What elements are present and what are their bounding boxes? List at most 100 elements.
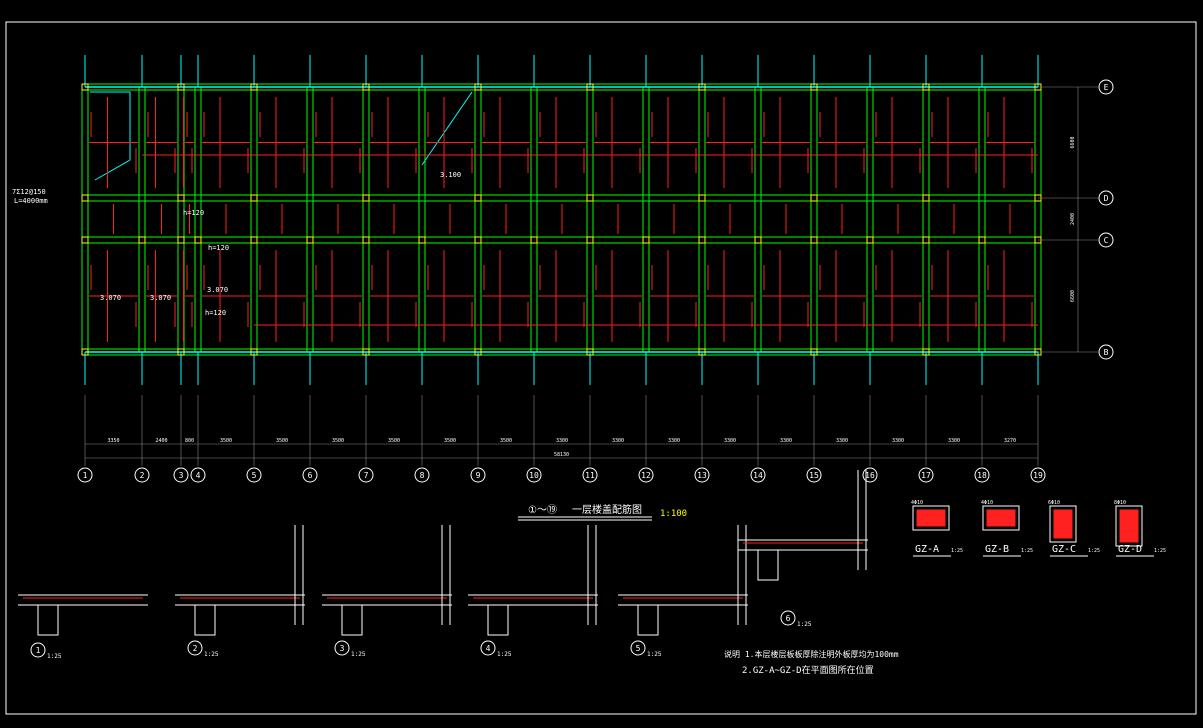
column-rebar bbox=[916, 509, 946, 527]
axis-label-6: 6 bbox=[308, 471, 313, 480]
column-marker bbox=[922, 348, 930, 356]
axis-label-4: 4 bbox=[196, 471, 201, 480]
column-section bbox=[1049, 505, 1077, 543]
plan-title: 一层楼盖配筋图 bbox=[572, 503, 642, 516]
axis-bubble bbox=[806, 467, 822, 483]
detail-number: 5 bbox=[636, 644, 641, 653]
column-marker bbox=[586, 194, 594, 202]
axis-label-16: 16 bbox=[865, 471, 875, 480]
bay-dim: 3500 bbox=[332, 438, 344, 444]
column-marker bbox=[810, 348, 818, 356]
column-marker bbox=[362, 236, 370, 244]
column-marker bbox=[250, 236, 258, 244]
column-marker bbox=[474, 83, 482, 91]
detail-bubble bbox=[187, 640, 203, 656]
axis-bubble bbox=[302, 467, 318, 483]
column-marker bbox=[81, 236, 89, 244]
bay-dim: 3300 bbox=[948, 438, 960, 444]
row-axis-label-D: D bbox=[1104, 194, 1109, 203]
column-marker bbox=[306, 236, 314, 244]
axis-bubble bbox=[77, 467, 93, 483]
axis-label-1: 1 bbox=[83, 471, 88, 480]
column-marker bbox=[81, 348, 89, 356]
column-section bbox=[912, 505, 950, 531]
bay-dim: 3300 bbox=[892, 438, 904, 444]
bay-dim: 3300 bbox=[836, 438, 848, 444]
column-scale: 1:25 bbox=[1021, 548, 1033, 554]
stair-outline bbox=[90, 91, 131, 181]
column-label: GZ-A bbox=[915, 544, 939, 555]
slab-thickness-3: h=120 bbox=[205, 309, 226, 317]
detail-scale: 1:25 bbox=[47, 653, 62, 660]
total-dim: 58130 bbox=[554, 452, 569, 458]
axis-bubble bbox=[974, 467, 990, 483]
bay-dim: 800 bbox=[185, 438, 194, 444]
axis-bubble bbox=[750, 467, 766, 483]
column-bar-label: 4Φ10 bbox=[911, 500, 923, 506]
column-marker bbox=[474, 236, 482, 244]
detail-bubble bbox=[480, 640, 496, 656]
column-label: GZ-C bbox=[1052, 544, 1076, 555]
column-marker bbox=[698, 83, 706, 91]
bay-dim: 3300 bbox=[612, 438, 624, 444]
axis-bubble bbox=[694, 467, 710, 483]
plan-title-scale: 1:100 bbox=[660, 509, 687, 519]
plan-title-range: ①～⑲ bbox=[528, 504, 557, 516]
row-axis-label-E: E bbox=[1104, 83, 1109, 92]
axis-label-3: 3 bbox=[179, 471, 184, 480]
row-dim: 2400 bbox=[1070, 213, 1076, 225]
axis-bubble bbox=[638, 467, 654, 483]
bay-dim: 2400 bbox=[155, 438, 167, 444]
column-scale: 1:25 bbox=[1088, 548, 1100, 554]
column-marker bbox=[177, 348, 185, 356]
axis-label-19: 19 bbox=[1033, 471, 1043, 480]
column-marker bbox=[474, 194, 482, 202]
column-marker bbox=[698, 194, 706, 202]
column-marker bbox=[586, 348, 594, 356]
axis-label-7: 7 bbox=[364, 471, 369, 480]
elevation-1: 3.070 bbox=[100, 294, 121, 302]
column-marker bbox=[922, 194, 930, 202]
bay-dim: 3500 bbox=[444, 438, 456, 444]
slab-thickness-1: h=120 bbox=[183, 209, 204, 217]
row-axis-label-C: C bbox=[1104, 236, 1109, 245]
column-marker bbox=[698, 348, 706, 356]
axis-bubble bbox=[862, 467, 878, 483]
column-label: GZ-B bbox=[985, 544, 1009, 555]
axis-label-2: 2 bbox=[140, 471, 145, 480]
detail-number: 6 bbox=[786, 614, 791, 623]
drawing-border bbox=[5, 21, 1197, 715]
axis-bubble bbox=[358, 467, 374, 483]
column-marker bbox=[754, 236, 762, 244]
detail-scale: 1:25 bbox=[204, 651, 219, 658]
column-marker bbox=[530, 236, 538, 244]
axis-label-12: 12 bbox=[641, 471, 651, 480]
column-marker bbox=[922, 83, 930, 91]
column-marker bbox=[177, 236, 185, 244]
column-marker bbox=[978, 236, 986, 244]
detail-scale: 1:25 bbox=[647, 651, 662, 658]
detail-number: 4 bbox=[486, 644, 491, 653]
axis-bubble bbox=[134, 467, 150, 483]
axis-bubble bbox=[1030, 467, 1046, 483]
column-section bbox=[982, 505, 1020, 531]
detail-scale: 1:25 bbox=[497, 651, 512, 658]
axis-label-14: 14 bbox=[753, 471, 763, 480]
detail-bubble bbox=[30, 642, 46, 658]
axis-label-8: 8 bbox=[420, 471, 425, 480]
bay-dim: 3300 bbox=[668, 438, 680, 444]
detail-number: 1 bbox=[36, 646, 41, 655]
axis-label-13: 13 bbox=[697, 471, 707, 480]
bay-dim: 3300 bbox=[556, 438, 568, 444]
row-axis-bubble bbox=[1098, 190, 1114, 206]
column-bar-label: 4Φ10 bbox=[981, 500, 993, 506]
column-section bbox=[1115, 505, 1143, 547]
axis-label-10: 10 bbox=[529, 471, 539, 480]
column-marker bbox=[642, 236, 650, 244]
detail-beam bbox=[194, 604, 216, 636]
row-axis-bubble bbox=[1098, 232, 1114, 248]
row-axis-label-B: B bbox=[1104, 348, 1109, 357]
detail-number: 2 bbox=[193, 644, 198, 653]
